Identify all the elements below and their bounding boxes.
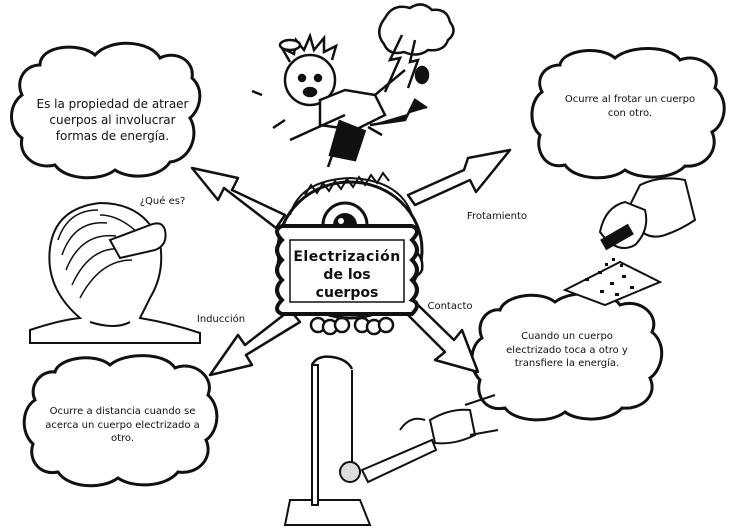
center-title-line3: cuerpos <box>315 285 379 301</box>
arrow-to-contact <box>406 303 480 374</box>
arrow-to-definition <box>190 166 287 230</box>
center-title-line1: Electrización <box>293 249 401 265</box>
head-with-comb-illustration <box>29 201 201 344</box>
friction-cloud <box>530 47 726 180</box>
induction-text: Ocurre a distancia cuando se acerca un c… <box>45 406 200 444</box>
label-contact: Contacto <box>427 301 473 312</box>
rubbing-hand-illustration <box>562 177 697 307</box>
center-title-line2: de los <box>323 267 371 283</box>
center-title-board <box>275 224 419 316</box>
shocked-child-illustration <box>251 3 455 168</box>
pendulum-experiment-illustration <box>283 355 499 526</box>
induction-cloud <box>22 354 219 488</box>
label-induction: Inducción <box>196 314 246 325</box>
arrow-to-friction <box>406 148 512 207</box>
friction-text: Ocurre al frotar un cuerpo con otro. <box>564 94 696 119</box>
arrow-to-induction <box>208 308 302 377</box>
label-what-is: ¿Qué es? <box>139 196 186 207</box>
label-friction: Frotamiento <box>466 211 528 222</box>
contact-text: Cuando un cuerpo electrizado toca a otro… <box>506 331 628 369</box>
definition-text: Es la propiedad de atraer cuerpos al inv… <box>36 97 189 144</box>
definition-cloud <box>10 41 202 180</box>
